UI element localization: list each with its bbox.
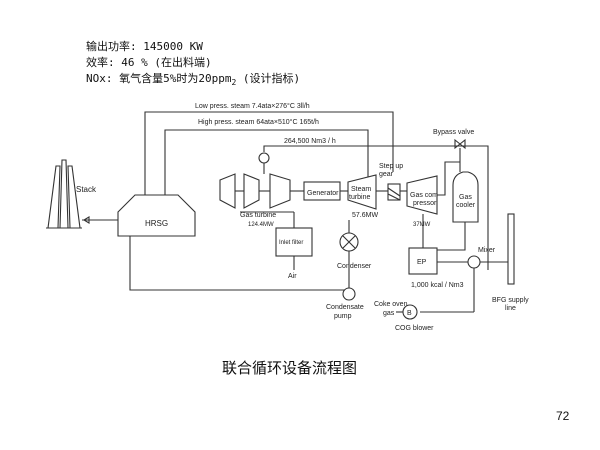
diagram-caption: 联合循环设备流程图 [222, 359, 358, 377]
gas-cooler-label-2: cooler [456, 202, 476, 209]
stack-label: Stack [76, 185, 97, 194]
ep-label: EP [417, 259, 427, 266]
gas-compressor [406, 175, 438, 215]
cog-b-label: B [407, 310, 412, 317]
air-label: Air [288, 273, 297, 280]
spec-nox: NOx: 氧气含量5%时为20ppm2 (设计指标) [86, 70, 300, 87]
gas-turbine-label: Gas turbine [240, 212, 276, 219]
gas-turbine [219, 173, 236, 209]
coke-label-1: Coke oven [374, 301, 408, 308]
hrsg-label: HRSG [145, 219, 168, 228]
condensate-label-1: Condensate [326, 304, 364, 311]
spec-nox-subscript: 2 [231, 78, 237, 88]
low-pressure-steam-line [144, 111, 394, 195]
steam-turbine-label-2: turbine [349, 194, 371, 201]
bfg-label-1: BFG supply [492, 297, 529, 304]
inlet-filter-label: Inlet filter [279, 240, 303, 246]
steam-turbine [347, 174, 377, 210]
gas-comp-label-1: Gas com- [410, 192, 441, 199]
spec-efficiency: 效率: 46 % (在出料端) [86, 56, 212, 69]
high-steam-label: High press. steam 64ata×510°C 165t/h [198, 118, 319, 126]
gas-cooler [452, 171, 479, 223]
condensate-line [129, 236, 350, 291]
mixer-icon [467, 255, 481, 269]
high-pressure-steam-line [164, 129, 369, 195]
gas-comp-mw: 37MW [413, 222, 431, 228]
low-steam-label: Low press. steam 7.4ata×276°C 3ll/h [195, 102, 310, 110]
bypass-valve-icon [454, 138, 466, 150]
steam-turbine-mw: 57.6MW [352, 212, 378, 219]
condensate-pump-icon [342, 287, 356, 301]
coke-label-2: gas [383, 310, 395, 317]
spec-nox-text: NOx: 氧气含量5%时为20ppm [86, 72, 232, 85]
flow-label: 264,500 Nm3 / h [284, 138, 336, 145]
gas-cooler-label-1: Gas [459, 194, 472, 201]
cog-blower-label: COG blower [395, 325, 434, 332]
fuel-gas-valve-icon [258, 152, 270, 164]
spec-nox-note: (设计指标) [236, 72, 301, 85]
page-number: 72 [556, 409, 570, 423]
bypass-label: Bypass valve [433, 129, 474, 136]
stack-icon [46, 159, 82, 229]
bfg-supply-line [507, 213, 515, 285]
step-up-label-2: gear [379, 171, 394, 178]
mixer-label: Mixer [478, 247, 496, 254]
generator-label: Generator [307, 190, 339, 197]
condenser-label: Condenser [337, 263, 372, 270]
spec-output: 输出功率: 145000 KW [86, 40, 203, 53]
hrsg-box [117, 194, 196, 237]
fuel-gas-line [263, 145, 489, 270]
gas-comp-label-2: pressor [413, 200, 437, 207]
gas-turbine-mw: 124.4MW [248, 222, 274, 228]
steam-turbine-label-1: Steam [351, 186, 371, 193]
condensate-label-2: pump [334, 313, 352, 320]
bfg-label-2: line [505, 305, 516, 312]
heat-value-label: 1,000 kcal / Nm3 [411, 282, 464, 289]
ep-box [408, 247, 438, 275]
step-up-label-1: Step up [379, 163, 403, 170]
